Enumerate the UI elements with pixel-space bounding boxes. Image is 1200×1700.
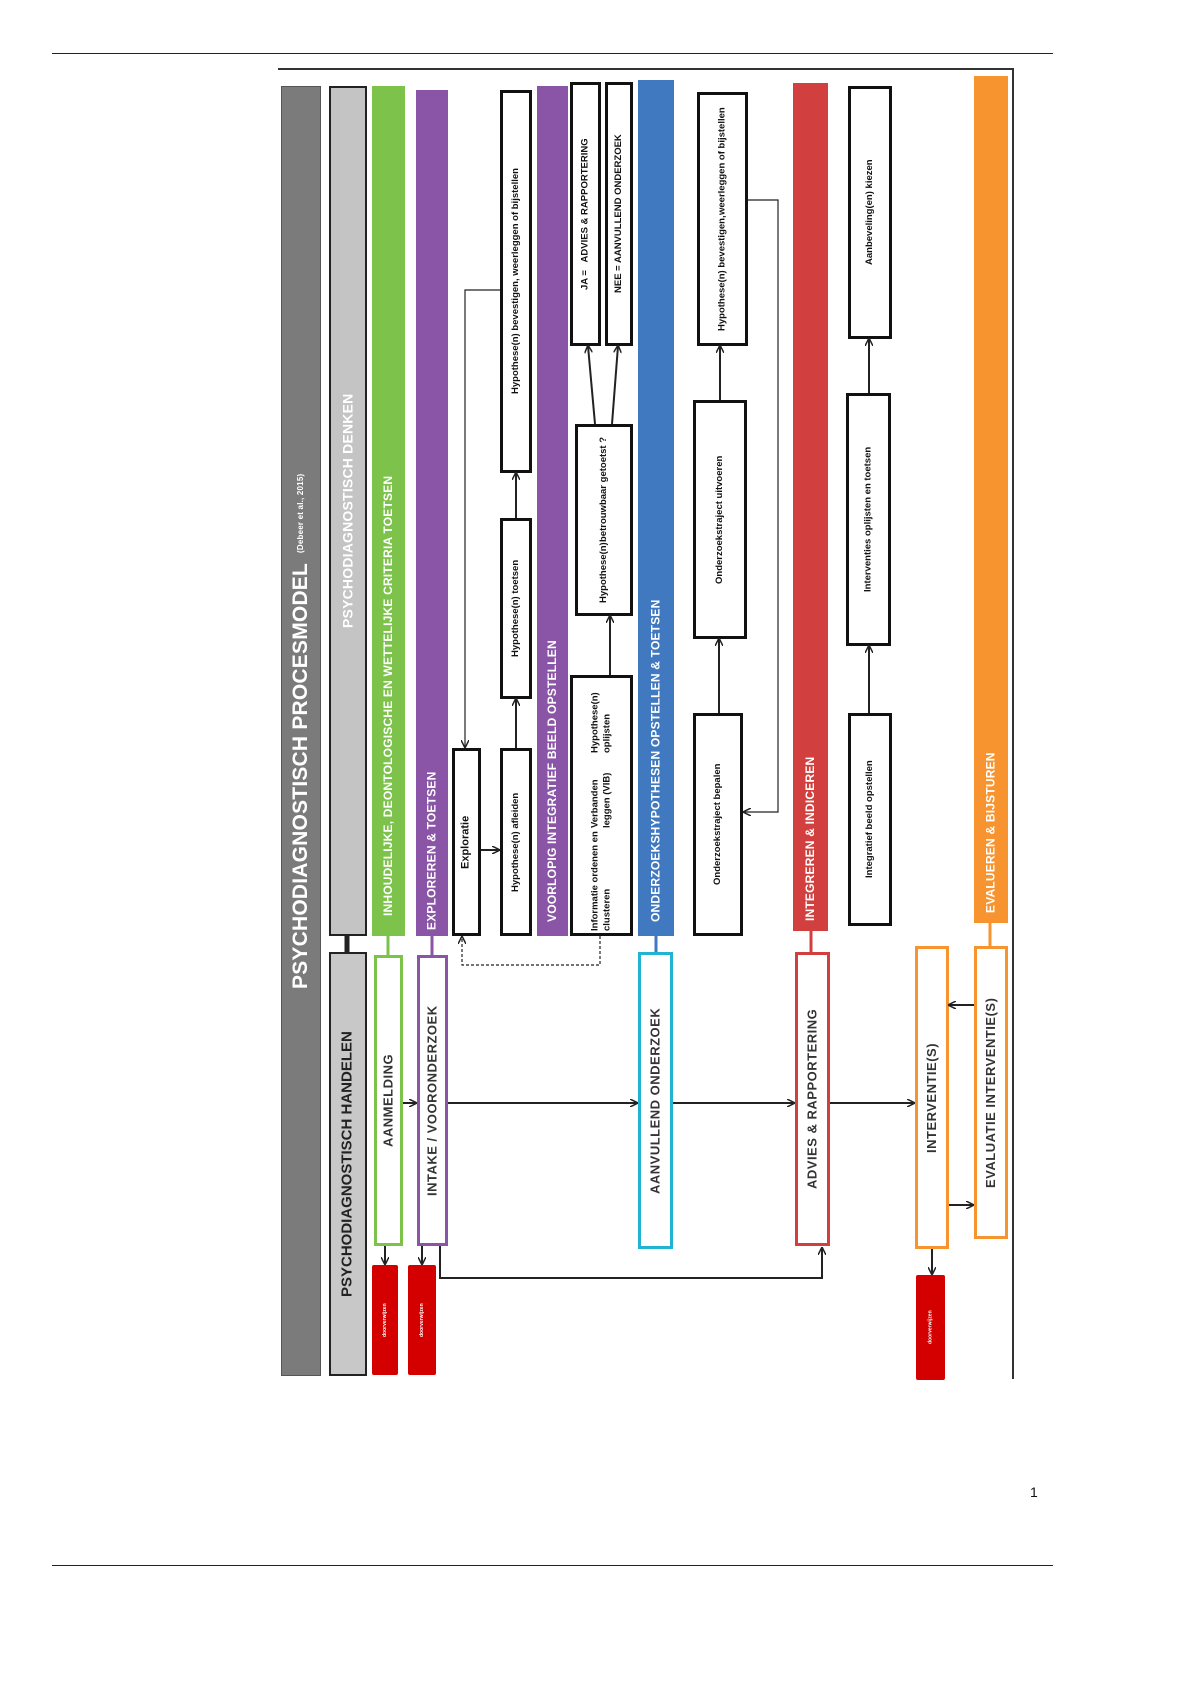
bottom-rule: [52, 1565, 1053, 1566]
diagram-frame: [278, 68, 1014, 1379]
page-number: 1: [1030, 1484, 1038, 1500]
top-rule: [52, 53, 1053, 54]
